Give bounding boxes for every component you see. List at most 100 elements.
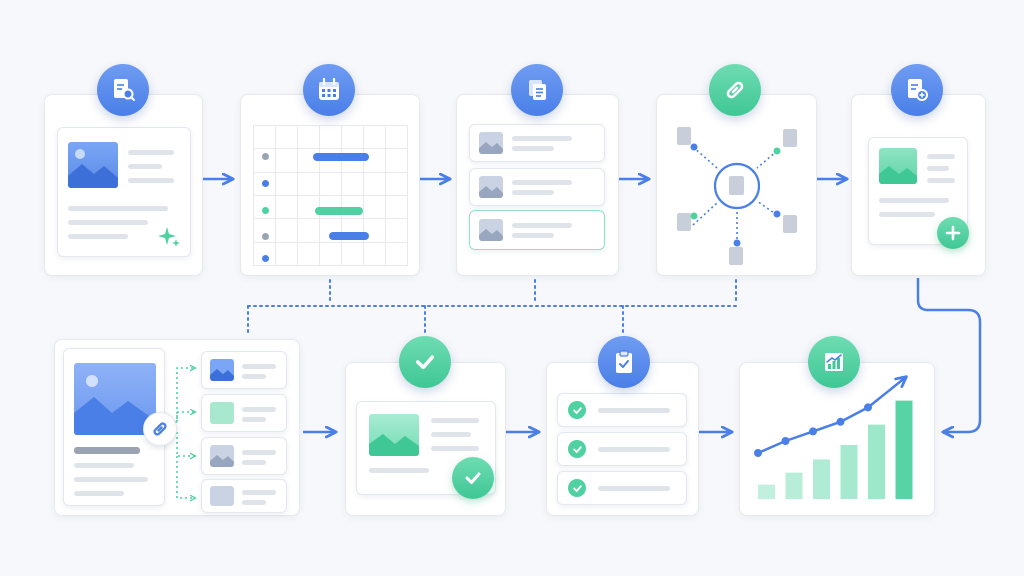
calendar-cell	[276, 196, 298, 220]
calendar-cell	[298, 126, 320, 150]
calendar-cell	[254, 149, 276, 173]
text-line	[68, 206, 168, 211]
document-preview	[356, 401, 496, 495]
chart-bar	[840, 445, 858, 499]
text-line	[598, 447, 670, 452]
trend-point	[809, 427, 817, 436]
text-line	[512, 146, 554, 151]
calendar-cell	[386, 172, 408, 196]
calendar-cell	[320, 219, 342, 243]
image-thumbnail	[210, 445, 234, 467]
text-line	[512, 233, 554, 238]
list-item	[201, 437, 287, 475]
calendar-cell	[254, 219, 276, 243]
chart-bar	[758, 484, 775, 499]
dotted-merge-connector	[247, 279, 737, 337]
text-line	[369, 468, 429, 473]
calendar-cell	[386, 126, 408, 150]
calendar-cell	[342, 196, 364, 220]
sparkle-icon	[158, 227, 180, 247]
checklist-item	[557, 432, 687, 466]
timeline-bar	[315, 207, 363, 215]
timeline-dot	[262, 153, 269, 160]
calendar-cell	[364, 219, 386, 243]
chart-bar	[785, 472, 803, 499]
image-thumbnail	[369, 414, 419, 456]
calendar-icon	[303, 64, 355, 116]
text-line	[879, 198, 949, 203]
text-line	[242, 490, 276, 495]
add-icon	[937, 217, 969, 249]
checkmark-icon	[452, 457, 494, 499]
trend-point	[754, 449, 762, 457]
calendar-cell	[298, 242, 320, 266]
image-thumbnail	[68, 142, 118, 188]
text-line	[242, 460, 266, 465]
trend-line	[756, 377, 906, 455]
documents-icon	[511, 64, 563, 116]
text-line	[512, 223, 572, 228]
calendar-cell	[320, 126, 342, 150]
text-line	[242, 417, 266, 422]
text-line	[598, 408, 670, 413]
calendar-cell	[342, 126, 364, 150]
step6-card	[54, 339, 300, 516]
calendar-cell	[276, 172, 298, 196]
trend-point	[864, 403, 872, 412]
image-thumbnail	[479, 132, 503, 154]
step3-card	[456, 94, 619, 276]
text-line	[927, 154, 955, 159]
image-thumbnail	[74, 363, 156, 435]
timeline-dot	[262, 255, 269, 262]
link-icon	[709, 64, 761, 116]
calendar-cell	[320, 242, 342, 266]
title-line	[74, 447, 140, 454]
text-line	[242, 500, 266, 505]
text-line	[68, 234, 128, 239]
calendar-cell	[386, 149, 408, 173]
document-add-icon	[891, 64, 943, 116]
text-line	[431, 418, 479, 423]
text-line	[927, 166, 949, 171]
image-thumbnail	[479, 176, 503, 198]
calendar-cell	[342, 242, 364, 266]
timeline-dot	[262, 180, 269, 187]
calendar-grid	[253, 125, 408, 266]
document-preview	[57, 127, 191, 257]
calendar-cell	[276, 126, 298, 150]
checklist-item	[557, 471, 687, 505]
calendar-cell	[254, 242, 276, 266]
calendar-cell	[254, 126, 276, 150]
step4-card	[656, 94, 817, 276]
calendar-cell	[276, 242, 298, 266]
step1-card	[44, 94, 203, 276]
clipboard-check-icon	[598, 336, 650, 388]
link-icon	[143, 412, 177, 446]
text-line	[512, 136, 572, 141]
text-line	[879, 212, 935, 217]
text-line	[242, 450, 276, 455]
checkmark-icon	[399, 336, 451, 388]
list-item	[469, 124, 605, 162]
text-line	[128, 178, 174, 183]
list-item	[201, 479, 287, 513]
step5-card	[851, 94, 986, 276]
network-diagram	[677, 127, 797, 265]
check-circle-icon	[568, 401, 586, 419]
text-line	[598, 486, 670, 491]
calendar-cell	[320, 172, 342, 196]
calendar-cell	[254, 172, 276, 196]
image-thumbnail	[210, 486, 234, 506]
list-item-selected	[469, 210, 605, 250]
chart-bar	[895, 400, 913, 499]
timeline-dot	[262, 207, 269, 214]
growth-chart	[754, 363, 913, 499]
text-line	[242, 407, 276, 412]
timeline-bar	[329, 232, 369, 240]
image-thumbnail	[210, 359, 234, 381]
timeline-bar	[313, 153, 369, 161]
text-line	[431, 432, 471, 437]
calendar-cell	[298, 219, 320, 243]
image-thumbnail	[479, 219, 503, 241]
calendar-cell	[342, 172, 364, 196]
